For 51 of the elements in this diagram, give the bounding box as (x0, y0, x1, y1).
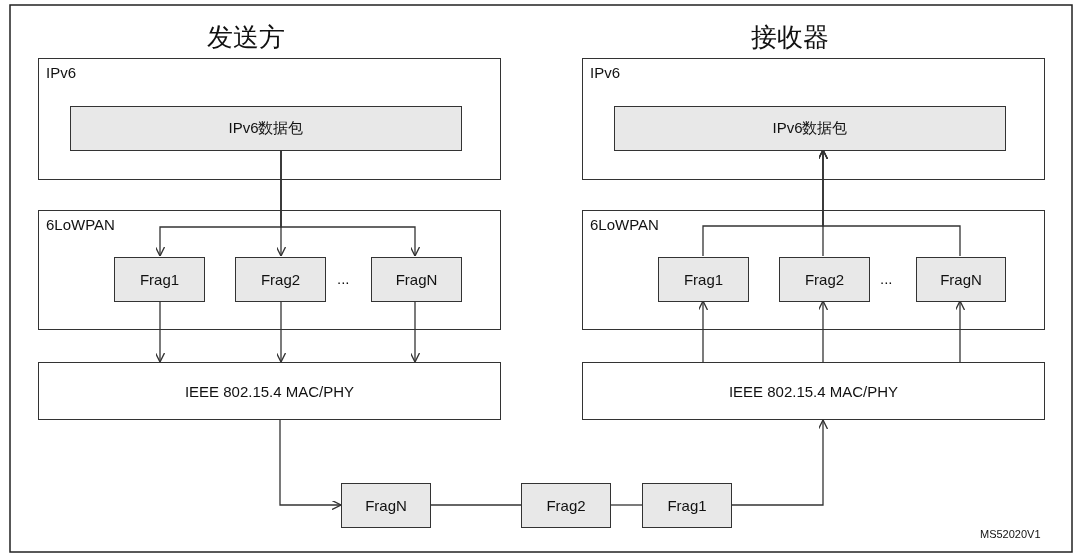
packet-box (114, 257, 205, 302)
box-label: Frag2 (804, 271, 845, 288)
layer-heading: IPv6 (46, 64, 76, 81)
box-label: FragN (940, 271, 982, 288)
packet-box (614, 106, 1006, 151)
box-label: FragN (395, 271, 438, 288)
figure-id: MS52020V1 (980, 528, 1041, 540)
box-label: FragN (365, 497, 407, 514)
column-heading: 发送方 (207, 21, 285, 54)
layer-box (582, 210, 1045, 330)
arrow (279, 419, 342, 511)
packet-box (658, 257, 749, 302)
packet-box (371, 257, 462, 302)
column-heading: 接收器 (751, 21, 829, 54)
box-label: Frag2 (546, 497, 586, 514)
arrow (280, 149, 421, 257)
box-label: Frag1 (667, 497, 707, 514)
arrow (817, 300, 829, 363)
packet-box (235, 257, 326, 302)
box-label: Frag2 (260, 271, 301, 288)
layer-box (38, 362, 501, 420)
packet-box (642, 483, 732, 528)
layer-box (582, 58, 1045, 180)
arrow (697, 300, 709, 363)
ellipsis-text: ... (880, 270, 893, 287)
box-label: IPv6数据包 (228, 119, 304, 138)
arrow (409, 300, 421, 363)
connector-line (430, 504, 522, 506)
layer-heading: 6LoWPAN (590, 216, 659, 233)
box-label: IPv6数据包 (772, 119, 848, 138)
arrow (154, 300, 166, 363)
ellipsis-text: ... (337, 270, 350, 287)
box-label: Frag1 (683, 271, 724, 288)
layer-box (38, 210, 501, 330)
layer-box (38, 58, 501, 180)
layer-heading: 6LoWPAN (46, 216, 115, 233)
connector-line (610, 504, 643, 506)
packet-box (779, 257, 870, 302)
box-label: IEEE 802.15.4 MAC/PHY (184, 382, 355, 400)
arrow (275, 300, 287, 363)
layer-box (582, 362, 1045, 420)
box-label: Frag1 (139, 271, 180, 288)
packet-box (916, 257, 1006, 302)
arrow (954, 300, 966, 363)
box-label: IEEE 802.15.4 MAC/PHY (728, 382, 899, 400)
arrow (731, 419, 829, 506)
packet-box (341, 483, 431, 528)
packet-box (521, 483, 611, 528)
layer-heading: IPv6 (590, 64, 620, 81)
arrow (817, 149, 961, 257)
packet-box (70, 106, 462, 151)
